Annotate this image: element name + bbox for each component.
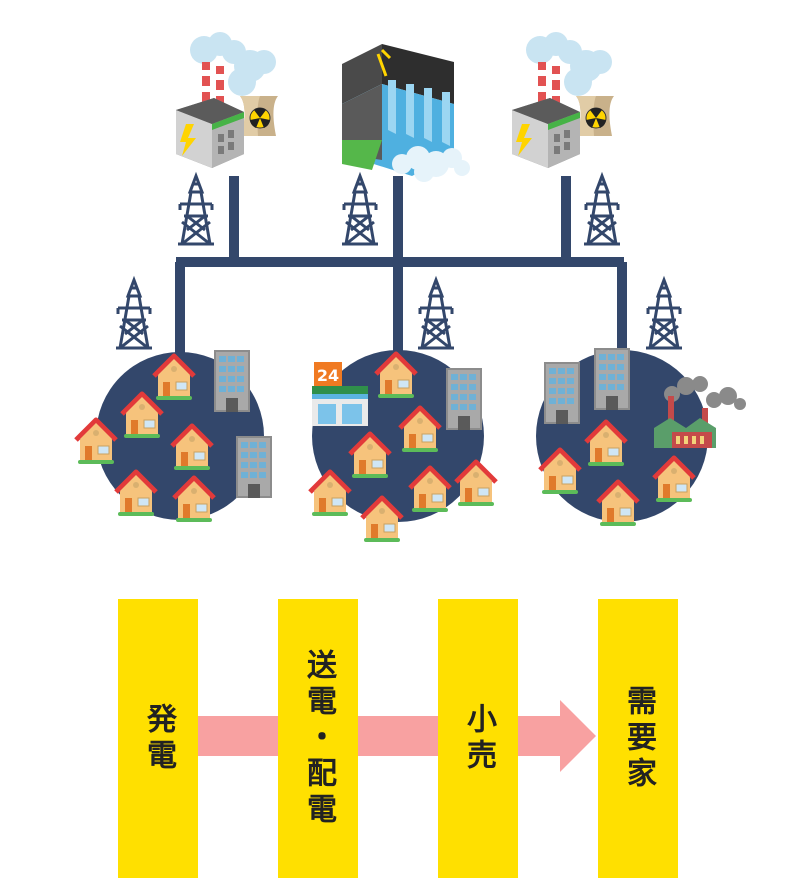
- office-building-icon: [236, 436, 272, 498]
- transmission-tower-icon: [644, 278, 684, 350]
- flow-arrow-head: [560, 700, 596, 772]
- office-building-icon: [594, 348, 630, 410]
- stage-retail: 小売: [438, 599, 518, 878]
- grid-lines: [175, 176, 627, 358]
- stage-consumer-label: 需要家: [621, 684, 656, 793]
- convenience-store-icon: [312, 362, 368, 426]
- office-building-icon: [214, 350, 250, 412]
- nuclear-power-plant-icon: [511, 31, 615, 169]
- stage-generation-label: 発電: [141, 702, 176, 775]
- transmission-tower-icon: [114, 278, 154, 350]
- stage-generation: 発電: [118, 599, 198, 878]
- office-building-icon: [544, 362, 580, 424]
- transmission-tower-icon: [340, 174, 380, 246]
- office-building-icon: [446, 368, 482, 430]
- transmission-tower-icon: [416, 278, 456, 350]
- factory-icon: [654, 376, 746, 448]
- stage-transmission-distribution: 送電・配電: [278, 599, 358, 878]
- stage-retail-label: 小売: [461, 702, 496, 775]
- transmission-tower-icon: [582, 174, 622, 246]
- hydroelectric-dam-icon: [340, 42, 472, 184]
- store-sign-text: 24: [317, 366, 339, 385]
- stage-consumer: 需要家: [598, 599, 678, 878]
- power-grid-diagram: 24: [0, 31, 746, 560]
- transmission-tower-icon: [176, 174, 216, 246]
- stage-transmission-distribution-label: 送電・配電: [301, 648, 336, 829]
- nuclear-power-plant-icon: [175, 31, 279, 169]
